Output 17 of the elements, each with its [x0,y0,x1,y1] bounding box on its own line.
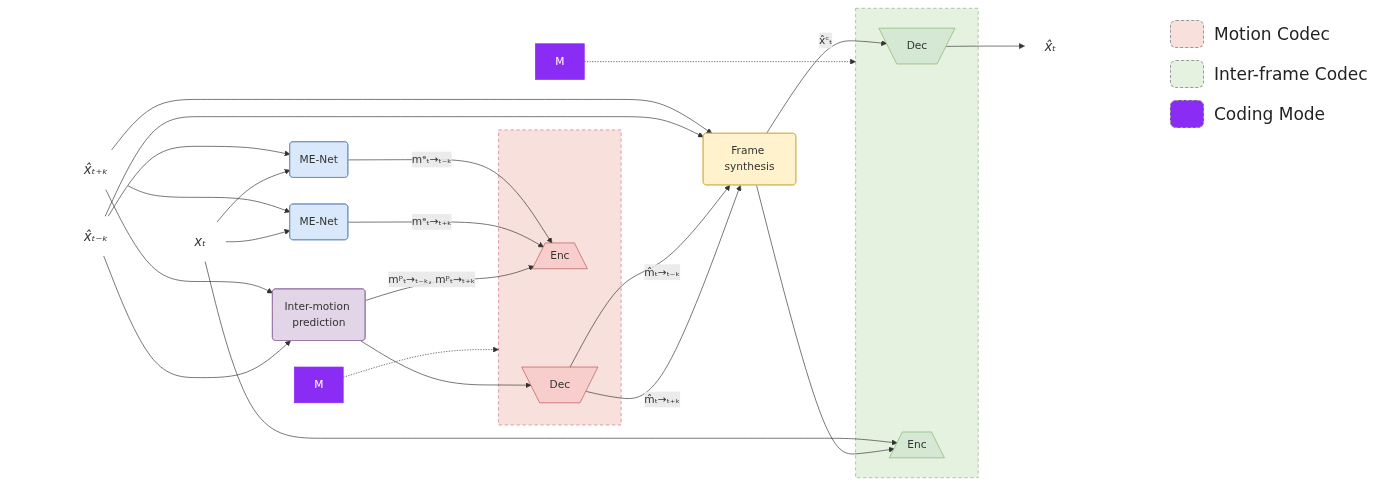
node-box: M [535,42,585,80]
node-text: x̂ₜ [1044,37,1057,54]
legend-label: Coding Mode [1214,104,1326,124]
edge-label: mᵉₜ→ₜ₋ₖ [411,152,452,166]
edge-label: m̂ₜ→ₜ₊ₖ [644,392,680,405]
edge-label: mᵉₜ→ₜ₊ₖ [411,214,452,228]
edge-label: m̂ₜ→ₜ₋ₖ [644,265,680,278]
legend-label: Motion Codec [1214,24,1330,44]
node-text: x̂ₜ₋ₖ [83,227,109,244]
node-box: M [293,366,344,403]
cluster [498,129,622,425]
node-text: xₜ [194,233,207,250]
node-text: x̂ₜ₊ₖ [83,161,109,178]
cluster [855,7,979,478]
edge-label: x̂ᶜₜ [819,33,833,46]
legend-label: Inter-frame Codec [1214,64,1368,84]
edge-label: mᵖₜ→ₜ₋ₖ, mᵖₜ→ₜ₊ₖ [388,272,476,285]
